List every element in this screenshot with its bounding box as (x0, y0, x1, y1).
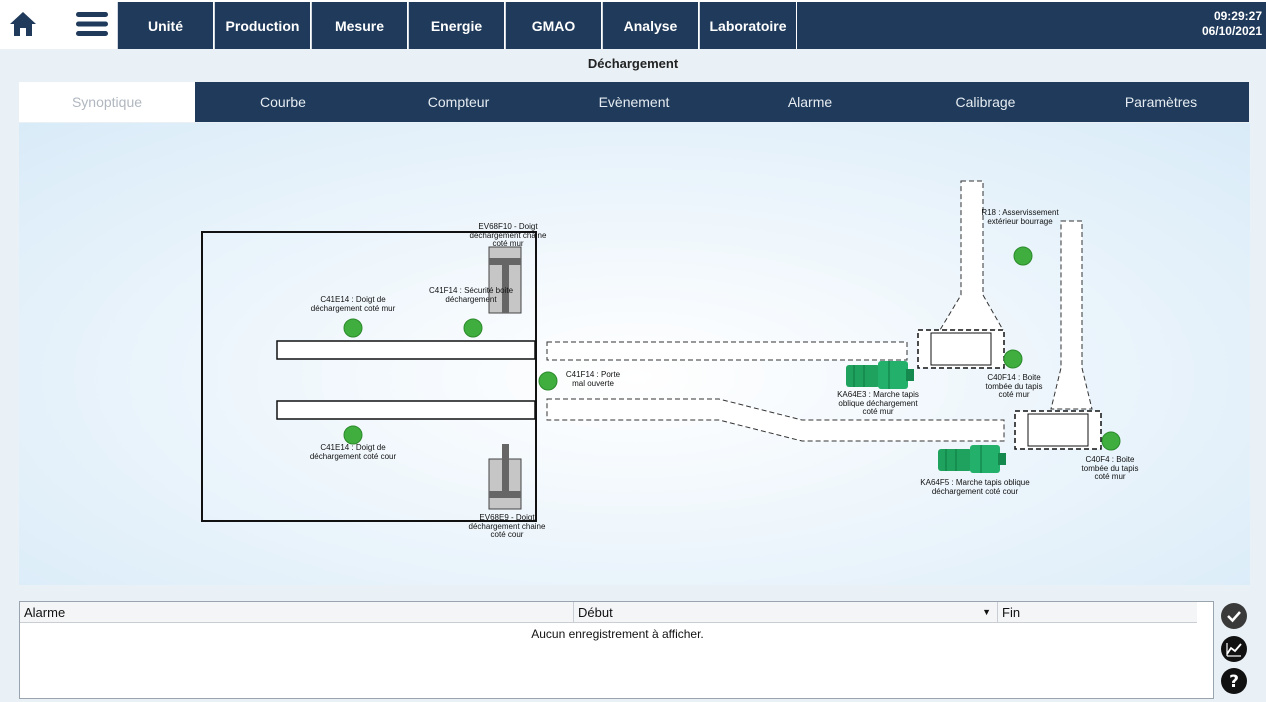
sort-down-icon[interactable]: ▼ (982, 607, 991, 617)
col-header-debut[interactable]: Début ▼ (574, 602, 998, 623)
nav-tab-production[interactable]: Production (214, 2, 310, 49)
help-icon: ? (1221, 668, 1247, 694)
led-r18 (1013, 246, 1033, 266)
alarm-table: Alarme Début ▼ Fin Aucun enregistrement … (19, 601, 1214, 699)
tab-synoptique[interactable]: Synoptique (19, 82, 195, 122)
led-c41f14-securite (463, 318, 483, 338)
cylinder-ev68e9 (488, 444, 522, 510)
led-c41e14-cour (343, 425, 363, 445)
chute-mur (939, 180, 1004, 331)
label-ev68e9: EV68E9 - Doigt déchargement chaine coté … (468, 513, 546, 539)
label-ev68f10: EV68F10 - Doigt déchargement chaine coté… (469, 222, 547, 248)
chute-cour (1050, 220, 1093, 410)
nav-tab-unite[interactable]: Unité (117, 2, 213, 49)
label-c41e14-mur: C41E14 : Doigt de déchargement coté mur (310, 295, 396, 313)
conveyor-cour (546, 398, 1005, 442)
led-c41f14-porte (538, 371, 558, 391)
home-icon (10, 12, 36, 36)
hamburger-icon (76, 12, 108, 36)
cylinder-ev68f10 (488, 246, 522, 314)
nav-tab-gmao[interactable]: GMAO (505, 2, 601, 49)
label-c40f14: C40F14 : Boite tombée du tapis coté mur (985, 373, 1043, 399)
check-circle-icon (1221, 603, 1247, 629)
tab-calibrage[interactable]: Calibrage (955, 94, 1016, 110)
unloading-box (201, 231, 537, 522)
finger-cour (276, 400, 536, 420)
label-c41f14-securite: C41F14 : Sécurité boite déchargement (428, 286, 514, 304)
label-c41f14-porte: C41F14 : Porte mal ouverte (565, 370, 621, 388)
chart-circle-icon (1221, 636, 1247, 662)
nav-tab-mesure[interactable]: Mesure (311, 2, 407, 49)
nav-tab-analyse[interactable]: Analyse (602, 2, 698, 49)
clock: 09:29:27 06/10/2021 (797, 2, 1266, 49)
motor-ka64e3 (846, 361, 914, 389)
label-c40f4: C40F4 : Boite tombée du tapis coté mur (1081, 455, 1139, 481)
led-c41e14-mur (343, 318, 363, 338)
label-ka64e3: KA64E3 : Marche tapis oblique déchargeme… (837, 390, 919, 416)
motor-ka64f5 (938, 445, 1006, 473)
tab-evenement[interactable]: Evènement (598, 94, 670, 110)
conveyor-mur (546, 341, 908, 361)
synoptic-drawing (201, 180, 1121, 522)
tab-courbe[interactable]: Courbe (260, 94, 306, 110)
trend-button[interactable] (1219, 634, 1249, 664)
content-area: Déchargement Synoptique Courbe Compteur … (0, 49, 1266, 702)
subtab-bar: Synoptique Courbe Compteur Evènement Ala… (19, 82, 1249, 122)
page-title: Déchargement (587, 56, 679, 71)
label-r18: R18 : Asservissement extérieur bourrage (981, 208, 1059, 226)
nav-tab-laboratoire[interactable]: Laboratoire (699, 2, 796, 49)
label-ka64f5: KA64F5 : Marche tapis oblique déchargeme… (920, 478, 1030, 496)
clock-time: 09:29:27 (1213, 9, 1262, 23)
col-header-alarme[interactable]: Alarme (20, 602, 574, 623)
menu-button[interactable] (70, 3, 114, 45)
alarm-table-header: Alarme Début ▼ Fin (20, 602, 1197, 623)
label-c41e14-cour: C41E14 : Doigt de déchargement coté cour (309, 443, 397, 461)
acknowledge-button[interactable] (1219, 601, 1249, 631)
tab-compteur[interactable]: Compteur (427, 94, 490, 110)
help-button[interactable]: ? (1219, 666, 1249, 696)
led-c40f14 (1003, 349, 1023, 369)
tab-parametres[interactable]: Paramètres (1124, 94, 1198, 110)
clock-date: 06/10/2021 (1201, 24, 1262, 38)
col-header-debut-label: Début (578, 605, 613, 620)
nav-tab-energie[interactable]: Energie (408, 2, 504, 49)
col-header-fin[interactable]: Fin (1002, 605, 1021, 620)
home-button[interactable] (3, 3, 43, 45)
top-bar: Unité Production Mesure Energie GMAO Ana… (0, 0, 1266, 49)
tab-alarme[interactable]: Alarme (787, 94, 833, 110)
empty-message: Aucun enregistrement à afficher. (531, 627, 704, 641)
synoptic-diagram: EV68F10 - Doigt déchargement chaine coté… (19, 123, 1250, 585)
finger-mur (276, 340, 536, 360)
svg-text:?: ? (1229, 672, 1239, 692)
led-c40f4 (1101, 431, 1121, 451)
